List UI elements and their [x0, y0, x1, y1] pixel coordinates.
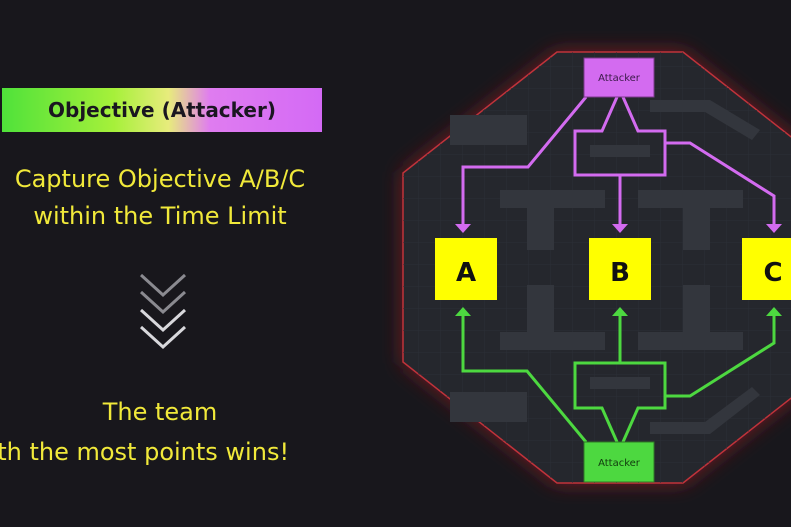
bottom-attacker-spawn: Attacker — [583, 441, 655, 483]
objective-line-2: within the Time Limit — [33, 202, 287, 230]
bottom-spawn-label: Attacker — [598, 458, 641, 469]
purple-routes — [461, 96, 776, 228]
purple-arrow-icons — [455, 224, 782, 233]
objective-a: A — [435, 238, 497, 300]
green-arrow-icons — [455, 307, 782, 316]
banner-title: Objective (Attacker) — [48, 98, 276, 122]
objective-c: C — [742, 238, 791, 300]
objective-line-1: Capture Objective A/B/C — [14, 165, 306, 193]
green-routes — [461, 312, 776, 443]
result-line-2: with the most points wins! — [0, 438, 290, 466]
top-spawn-label: Attacker — [598, 73, 641, 84]
objective-c-label: C — [763, 258, 782, 288]
result-line-1: The team — [102, 398, 218, 426]
objective-b: B — [589, 238, 651, 300]
objective-banner: Objective (Attacker) — [2, 88, 322, 132]
objective-b-label: B — [610, 258, 630, 288]
top-attacker-spawn: Attacker — [583, 57, 655, 98]
chevrons-down-icon — [139, 273, 187, 350]
objective-a-label: A — [456, 258, 476, 288]
map-walls — [450, 100, 760, 434]
